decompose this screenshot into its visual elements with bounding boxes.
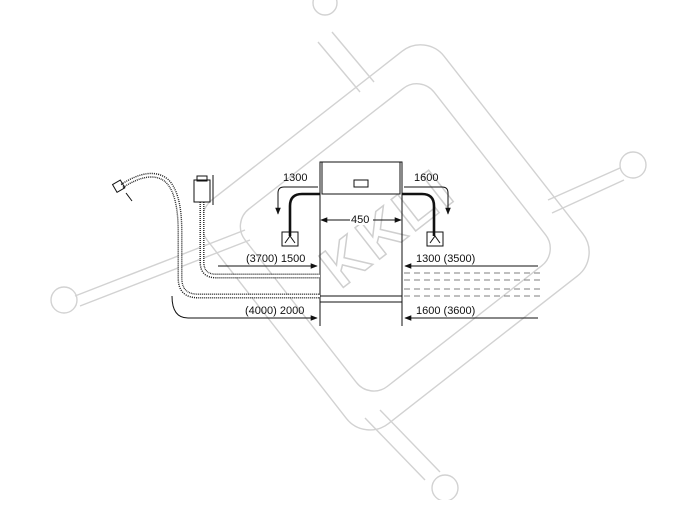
panel-display [353, 179, 369, 188]
watermark-line [74, 229, 246, 297]
watermark-frame-inner [239, 83, 551, 392]
watermark-circle-right [619, 151, 647, 179]
label-width: 450 [351, 214, 369, 226]
left-drain-pipe [288, 192, 320, 236]
left-siphon-icon [281, 231, 299, 247]
hose-valve-cap [196, 175, 208, 182]
drain-routes: 1300 1600 450 [275, 172, 451, 247]
left-inlet-dimension-line [171, 295, 318, 321]
watermark-line [379, 409, 441, 473]
right-drain-pipe [402, 192, 436, 236]
hoses [111, 172, 320, 299]
watermark-circle-top [312, 0, 338, 16]
watermark-circle-left [50, 286, 78, 314]
right-drain-arrow [404, 186, 451, 215]
watermark-line [79, 239, 251, 307]
inlet-connector-tip [125, 192, 133, 202]
watermark-line [364, 417, 426, 481]
left-siphon-mark [284, 235, 296, 244]
right-dimensions: 1300 (3500) 1600 (3600) [401, 253, 540, 326]
watermark-line [317, 41, 361, 93]
label-left-drain-hose: (3700) 1500 [246, 253, 305, 265]
watermark-line [547, 167, 621, 201]
watermark: KKLI [50, 0, 647, 502]
left-drain-arrow [275, 186, 318, 215]
right-siphon-icon [426, 231, 444, 247]
right-siphon-mark [429, 235, 441, 244]
label-left-inlet-hose: (4000) 2000 [245, 305, 304, 317]
label-drain-right-top: 1600 [414, 172, 438, 184]
hose-valve-box [193, 179, 211, 203]
label-drain-left-top: 1300 [283, 172, 307, 184]
width-label-bg [350, 212, 373, 225]
label-right-drain-hose: 1300 (3500) [416, 253, 475, 265]
watermark-circle-bottom [431, 474, 459, 502]
watermark-frame-outer [200, 44, 590, 431]
control-panel [321, 161, 401, 195]
left-dimensions: (3700) 1500 (4000) 2000 [171, 253, 321, 326]
watermark-line [331, 31, 375, 83]
watermark-line [551, 179, 625, 214]
inlet-hose-core [121, 174, 320, 298]
watermark-text: KKLI [308, 156, 467, 300]
drain-hose-core [200, 202, 320, 278]
inlet-connector-icon [111, 179, 126, 194]
label-right-inlet-hose: 1600 (3600) [416, 305, 475, 317]
dishwasher [319, 161, 403, 303]
